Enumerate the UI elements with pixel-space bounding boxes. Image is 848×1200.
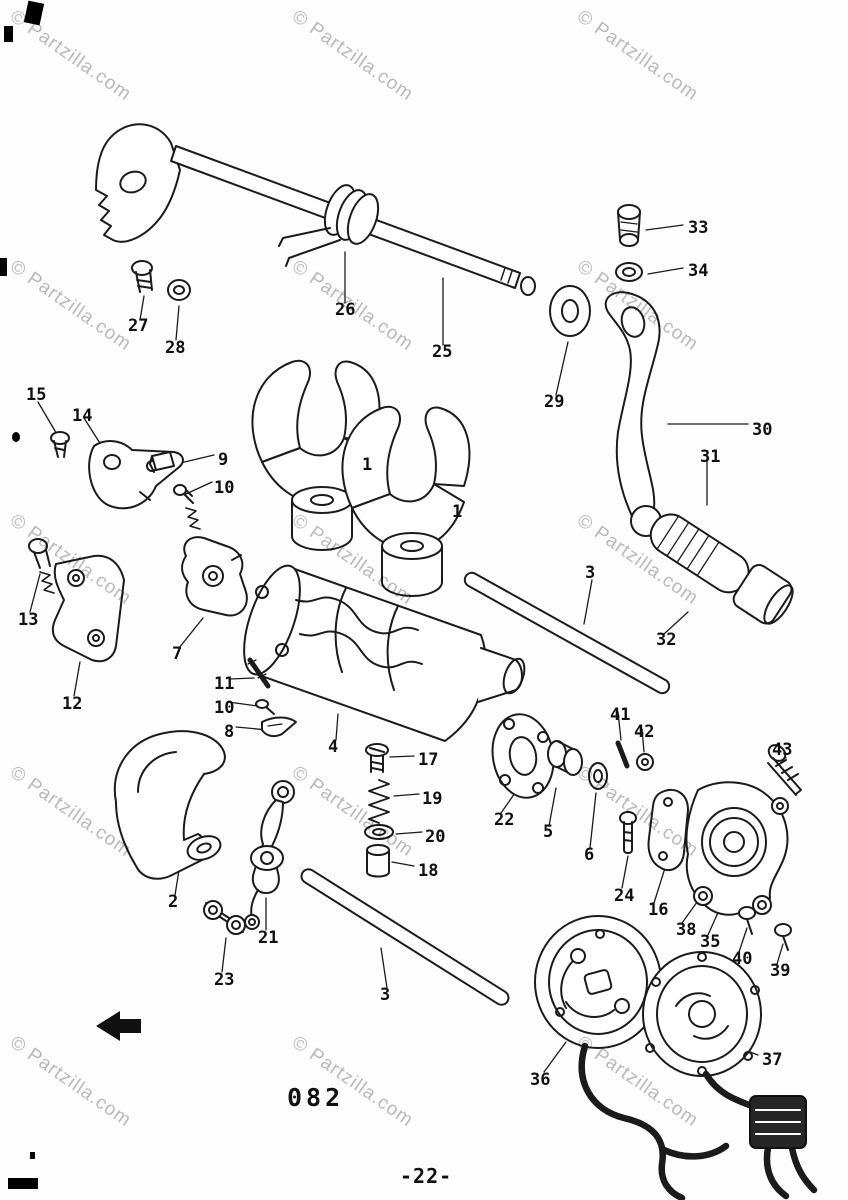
bolt-27 [131, 260, 153, 293]
detent-spring-19 [368, 779, 390, 824]
part-label-38: 38 [676, 920, 697, 940]
part-label-33: 33 [688, 218, 709, 238]
return-spring [278, 184, 380, 267]
washer-6 [588, 762, 608, 790]
bolt-24 [619, 811, 637, 854]
clip-8 [261, 716, 297, 738]
part-label-24: 24 [614, 886, 635, 906]
part-label-8: 8 [224, 722, 235, 742]
part-label-9: 9 [218, 450, 229, 470]
part-label-4: 4 [328, 737, 339, 757]
part-label-31: 31 [700, 447, 721, 467]
part-label-2: 2 [168, 892, 179, 912]
leader-lines [29, 224, 787, 1073]
cam-stopper-7 [181, 536, 248, 617]
detent-screw-17 [365, 743, 389, 773]
part-label-42: 42 [634, 722, 655, 742]
part-label-40: 40 [732, 949, 753, 969]
pin-9 [149, 451, 175, 473]
bolt-43 [767, 744, 802, 796]
wire-connector [749, 1095, 807, 1149]
arm-21 [244, 780, 295, 930]
rotor-cover-37 [642, 951, 762, 1077]
part-label-43: 43 [772, 740, 793, 760]
wiring-harness [578, 1042, 818, 1200]
part-label-15: 15 [26, 385, 47, 405]
plunger-18 [366, 844, 390, 878]
part-label-30: 30 [752, 420, 773, 440]
prev-page-arrow-icon [96, 1011, 141, 1041]
gear-shift-lever [604, 291, 794, 625]
washer-20 [364, 824, 394, 840]
screw-39 [774, 923, 792, 951]
part-label-12: 12 [62, 694, 83, 714]
part-label-27: 27 [128, 316, 149, 336]
part-label-35: 35 [700, 932, 721, 952]
link-23 [203, 900, 246, 935]
part-label-17: 17 [418, 750, 439, 770]
part-label-34: 34 [688, 261, 709, 281]
nut-34 [615, 262, 643, 282]
part-label-25: 25 [432, 342, 453, 362]
gear-shift-arm [95, 123, 181, 243]
bolt-33 [617, 204, 641, 247]
ring-42 [636, 753, 654, 771]
part-label-21: 21 [258, 928, 279, 948]
part-label-39: 39 [770, 961, 791, 981]
part-label-6: 6 [584, 845, 595, 865]
part-label-7: 7 [172, 644, 183, 664]
part-label-28: 28 [165, 338, 186, 358]
part-label-10: 10 [214, 698, 235, 718]
screw-10a [173, 484, 201, 530]
part-label-13: 13 [18, 610, 39, 630]
part-label-5: 5 [543, 822, 554, 842]
part-label-10: 10 [214, 478, 235, 498]
gasket-16 [647, 789, 689, 871]
bolt-15 [50, 431, 70, 458]
scan-artifacts [0, 0, 45, 1189]
part-label-14: 14 [72, 406, 93, 426]
part-label-19: 19 [422, 789, 443, 809]
part-label-11: 11 [214, 674, 235, 694]
shift-fork-2 [113, 730, 226, 880]
part-label-20: 20 [425, 827, 446, 847]
bearing-plate-22 [491, 713, 555, 799]
part-label-29: 29 [544, 392, 565, 412]
fork-shaft-3-lower [300, 868, 510, 1006]
part-label-16: 16 [648, 900, 669, 920]
spring-pin-11 [247, 657, 271, 689]
pin-41 [615, 740, 630, 769]
cover-38-35 [685, 781, 789, 916]
spacer-5 [547, 740, 583, 776]
shift-cam-drum [243, 564, 526, 742]
screw-10b [255, 699, 275, 715]
part-label-3: 3 [585, 563, 596, 583]
part-label-41: 41 [610, 705, 631, 725]
part-label-18: 18 [418, 861, 439, 881]
part-label-3: 3 [380, 985, 391, 1005]
stopper-plate-12 [51, 554, 125, 663]
part-label-36: 36 [530, 1070, 551, 1090]
part-label-22: 22 [494, 810, 515, 830]
washer-29 [549, 285, 591, 337]
page-number: -22- [400, 1164, 453, 1188]
screw-40 [738, 906, 756, 935]
part-label-32: 32 [656, 630, 677, 650]
part-label-1: 1 [362, 455, 373, 475]
part-label-23: 23 [214, 970, 235, 990]
fork-shaft-3-upper [463, 571, 671, 695]
part-label-1: 1 [452, 502, 463, 522]
part-label-37: 37 [762, 1050, 783, 1070]
figure-code: 082 [287, 1083, 345, 1112]
washer-28 [167, 279, 191, 301]
bolt-13 [28, 538, 55, 594]
part-label-26: 26 [335, 300, 356, 320]
